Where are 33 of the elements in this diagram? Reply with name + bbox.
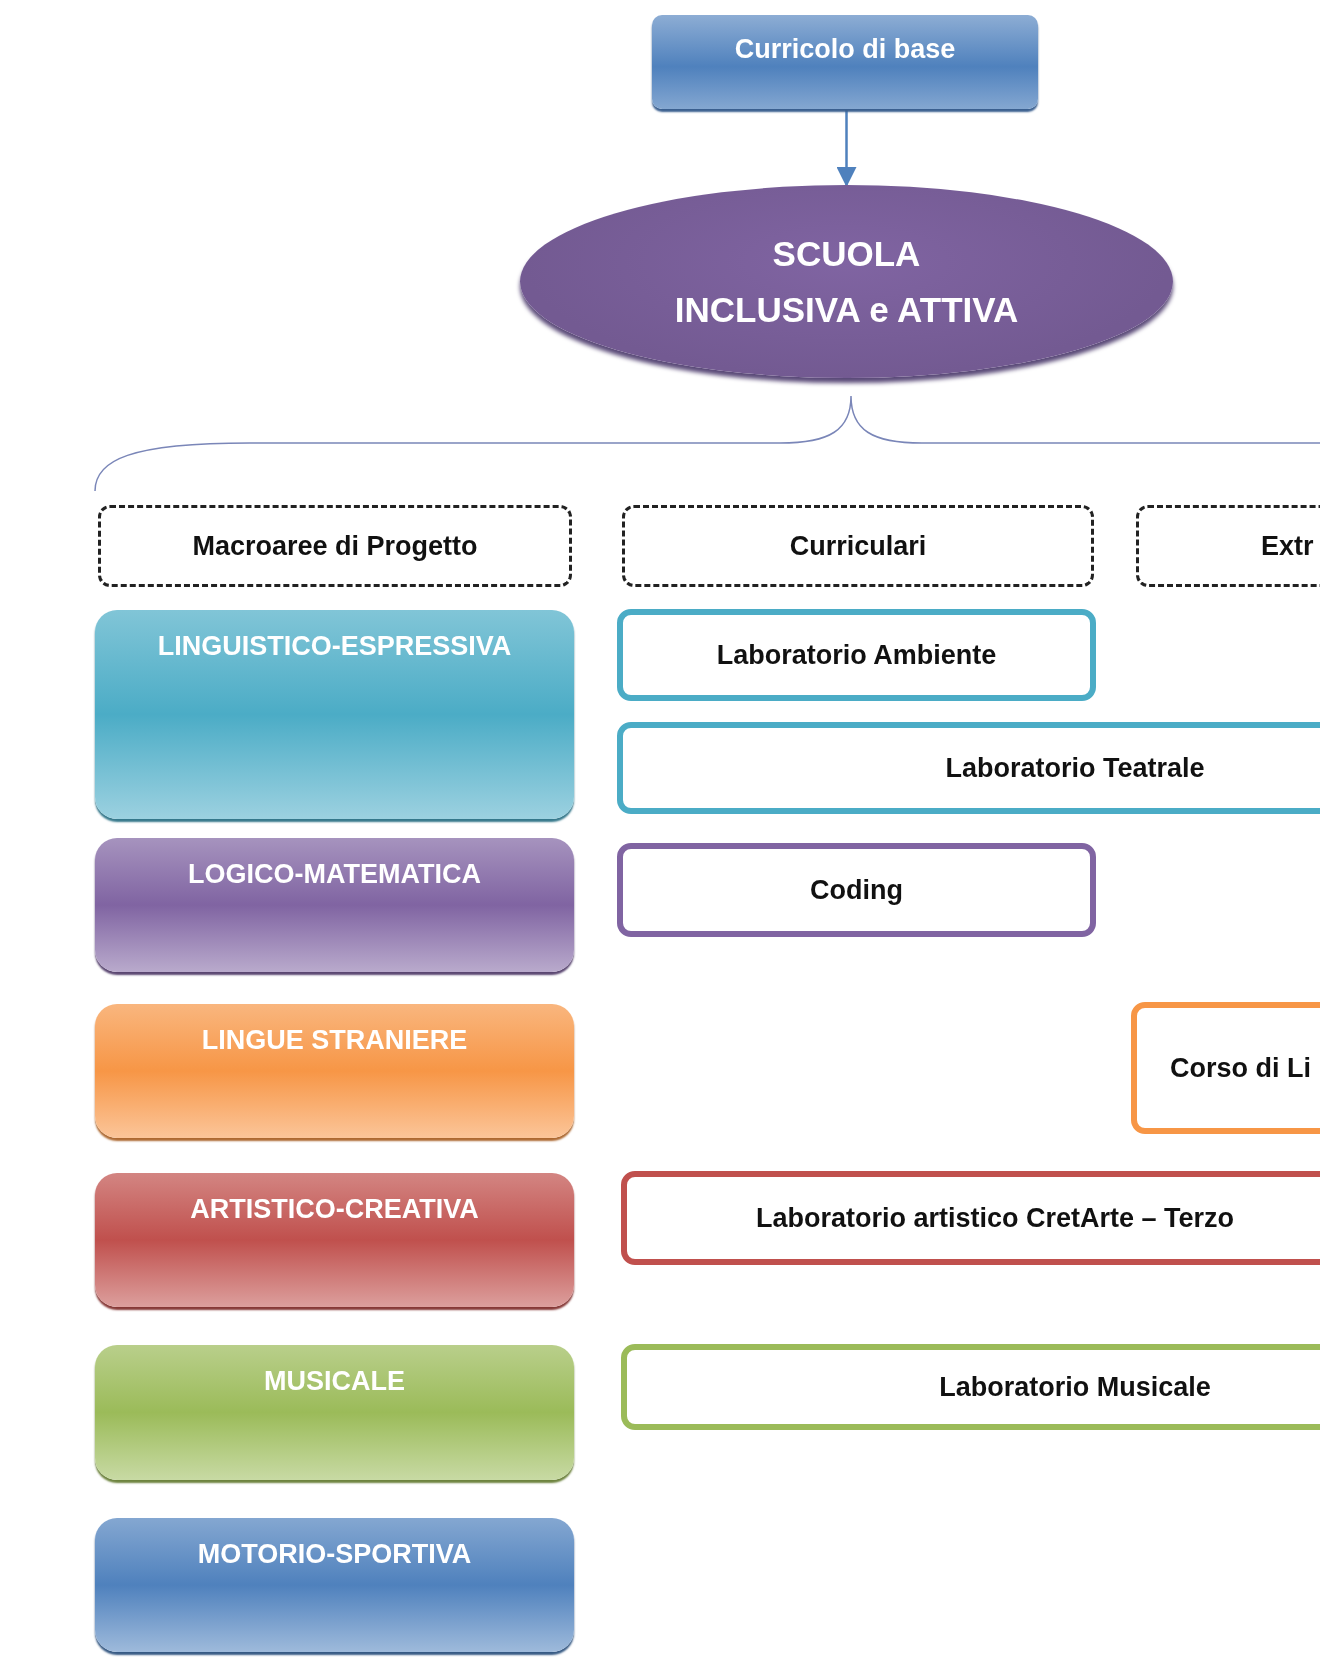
- node-label: Corso di Li: [1170, 1051, 1311, 1085]
- category-label: LOGICO-MATEMATICA: [188, 858, 481, 891]
- node-label: Curricolo di base: [734, 33, 956, 66]
- node-label: INCLUSIVA e ATTIVA: [674, 288, 1019, 331]
- category-box: [95, 1518, 574, 1652]
- node-label: Laboratorio artistico CretArte – Terzo: [756, 1201, 1235, 1235]
- activity-box: [621, 1344, 1320, 1430]
- header-box: [98, 505, 572, 587]
- node-label: Laboratorio Teatrale: [945, 751, 1205, 785]
- process-box: [652, 15, 1038, 109]
- header-box: [622, 505, 1094, 587]
- category-label: LINGUE STRANIERE: [201, 1024, 468, 1057]
- category-label: ARTISTICO-CREATIVA: [190, 1193, 479, 1226]
- category-box: [95, 1345, 574, 1480]
- category-label: MOTORIO-SPORTIVA: [197, 1538, 472, 1571]
- column-heading: Macroaree di Progetto: [192, 529, 478, 563]
- node-label: Laboratorio Ambiente: [716, 638, 997, 672]
- category-box: [95, 1173, 574, 1307]
- category-box: [95, 610, 574, 819]
- node-label: SCUOLA: [772, 232, 921, 275]
- category-box: [95, 1004, 574, 1138]
- category-box: [95, 838, 574, 972]
- category-label: LINGUISTICO-ESPRESSIVA: [157, 630, 512, 663]
- node-label: Laboratorio Musicale: [939, 1370, 1211, 1404]
- activity-box: [617, 843, 1096, 937]
- category-label: MUSICALE: [264, 1365, 405, 1398]
- column-heading: Curriculari: [789, 529, 927, 563]
- column-heading: Extr: [1261, 529, 1314, 563]
- node-label: Coding: [810, 873, 903, 907]
- activity-box: [621, 1171, 1320, 1265]
- activity-box: [617, 609, 1096, 701]
- activity-box: [617, 722, 1320, 814]
- arrow: [836, 109, 857, 187]
